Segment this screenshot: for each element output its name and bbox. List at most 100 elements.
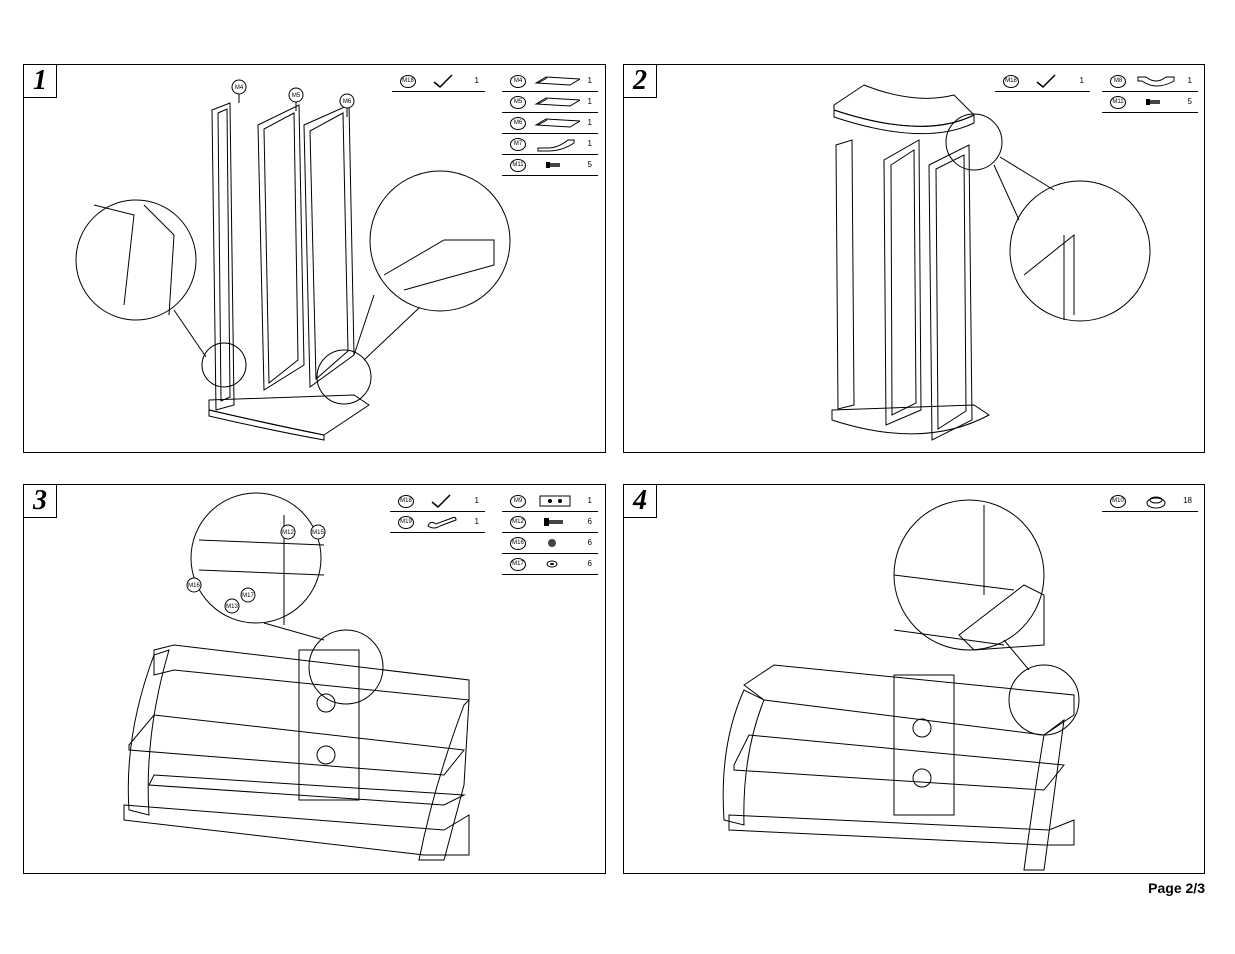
part-row: M11 5 [502, 155, 598, 176]
parts-list: M9 1 M12 6 M16 6 M17 6 [502, 491, 598, 575]
step-3-callouts: M12 M15 M16 M13 M17 [186, 524, 326, 614]
wrench-icon [427, 516, 457, 529]
callout-m12: M12 [280, 524, 296, 540]
part-code: M4 [510, 75, 526, 88]
callout-m15: M15 [310, 524, 326, 540]
part-qty: 1 [1187, 76, 1192, 85]
tools-list: M18 1 [392, 71, 485, 92]
step-2-drawing [831, 84, 1151, 441]
washer-icon [546, 560, 558, 568]
step-1-callouts: M4 M5 M6 [231, 79, 355, 117]
step-3-panel: M12 M15 M16 M13 M17 3 M18 1 M19 1 M9 1 M… [23, 484, 606, 874]
check-icon [433, 74, 453, 89]
part-qty: 1 [474, 517, 479, 526]
parts-list: M4 1 M5 1 M6 1 M7 1 M11 5 [502, 71, 598, 176]
part-code: M7 [510, 138, 526, 151]
screw-icon [1146, 99, 1160, 105]
part-row: M11 5 [1102, 92, 1198, 113]
part-code: M18 [400, 75, 416, 88]
bolt-icon [544, 518, 563, 526]
parts-list: M10 18 [1102, 491, 1198, 512]
part-qty: 5 [587, 160, 592, 169]
part-code: M12 [510, 516, 526, 529]
part-code: M16 [510, 537, 526, 550]
part-qty: 1 [474, 76, 479, 85]
curved-bracket-icon [537, 139, 575, 152]
part-code: M5 [510, 96, 526, 109]
step-1-drawing: M4 M5 M6 [75, 79, 511, 441]
check-icon [1036, 74, 1056, 89]
part-qty: 6 [587, 559, 592, 568]
callout-m5: M5 [288, 87, 304, 111]
svg-text:M15: M15 [312, 530, 324, 536]
part-qty: 6 [587, 517, 592, 526]
svg-text:M6: M6 [343, 99, 352, 105]
plate-icon [539, 495, 571, 507]
part-qty: 1 [587, 139, 592, 148]
part-qty: 1 [587, 118, 592, 127]
pad-icon [1146, 496, 1166, 509]
part-row: M16 6 [502, 533, 598, 554]
callout-m13: M13 [224, 598, 240, 614]
part-code: M18 [1003, 75, 1019, 88]
part-code: M11 [1110, 96, 1126, 109]
part-code: M19 [398, 516, 414, 529]
part-qty: 5 [1187, 97, 1192, 106]
part-row: M6 1 [502, 113, 598, 134]
part-qty: 1 [474, 496, 479, 505]
curved-bracket-icon [1137, 76, 1175, 87]
callout-m17: M17 [240, 587, 256, 603]
part-row: M12 6 [502, 512, 598, 533]
callout-m6: M6 [339, 93, 355, 117]
glass-panel-icon [534, 118, 580, 128]
part-qty: 1 [587, 496, 592, 505]
part-row: M8 1 [1102, 71, 1198, 92]
screw-icon [546, 162, 560, 168]
step-4-drawing [722, 499, 1080, 871]
step-number: 3 [24, 485, 57, 518]
part-code: M8 [1110, 75, 1126, 88]
step-4-panel: 4 M10 18 [623, 484, 1205, 874]
step-number: 1 [24, 65, 57, 98]
part-qty: 1 [587, 97, 592, 106]
nut-icon [548, 539, 556, 547]
glass-panel-icon [534, 76, 580, 86]
tool-row: M19 1 [390, 512, 485, 533]
step-2-panel: 2 M18 1 M8 1 M11 5 [623, 64, 1205, 453]
part-row: M9 1 [502, 491, 598, 512]
part-qty: 6 [587, 538, 592, 547]
callout-m4: M4 [231, 79, 247, 103]
tools-list: M18 1 M19 1 [390, 491, 485, 533]
svg-text:M16: M16 [188, 583, 200, 589]
callout-m16: M16 [186, 577, 202, 593]
part-row: M7 1 [502, 134, 598, 155]
tools-list: M18 1 [995, 71, 1090, 92]
part-code: M17 [510, 558, 526, 571]
tool-row: M18 1 [392, 71, 485, 92]
check-icon [431, 494, 451, 509]
part-qty: 18 [1183, 496, 1192, 505]
page-number: Page 2/3 [1148, 880, 1205, 896]
part-row: M10 18 [1102, 491, 1198, 512]
glass-panel-icon [534, 97, 580, 107]
step-number: 4 [624, 485, 657, 518]
svg-text:M4: M4 [235, 85, 244, 91]
part-code: M18 [398, 495, 414, 508]
svg-text:M12: M12 [282, 530, 294, 536]
step-number: 2 [624, 65, 657, 98]
step-1-panel: M4 M5 M6 1 M18 1 M4 1 [23, 64, 606, 453]
svg-text:M5: M5 [292, 93, 301, 99]
part-code: M10 [1110, 495, 1126, 508]
svg-text:M13: M13 [226, 604, 238, 610]
part-code: M11 [510, 159, 526, 172]
tool-row: M18 1 [995, 71, 1090, 92]
part-row: M5 1 [502, 92, 598, 113]
part-code: M6 [510, 117, 526, 130]
part-code: M9 [510, 495, 526, 508]
parts-list: M8 1 M11 5 [1102, 71, 1198, 113]
tool-row: M18 1 [390, 491, 485, 512]
step-3-drawing: M12 M15 M16 M13 M17 [123, 492, 470, 861]
part-qty: 1 [587, 76, 592, 85]
part-row: M17 6 [502, 554, 598, 575]
svg-text:M17: M17 [242, 593, 254, 599]
